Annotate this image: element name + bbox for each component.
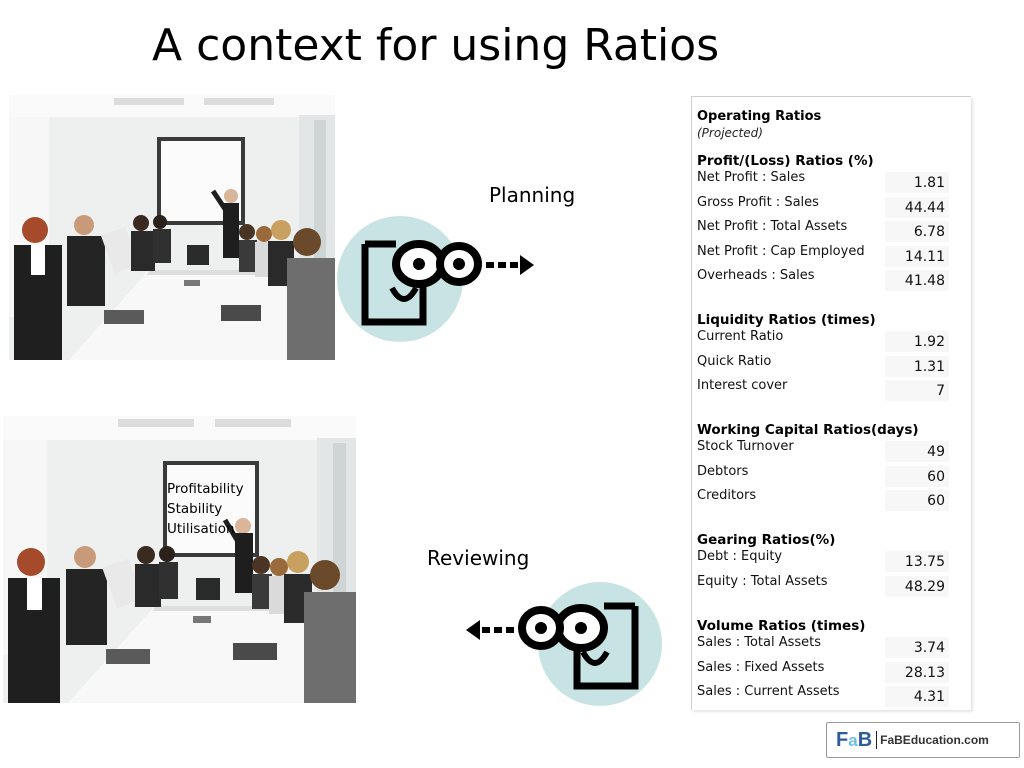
ratio-label: Stock Turnover — [697, 439, 794, 454]
ratio-row: Sales : Current Assets 4.31 — [697, 684, 969, 709]
ratio-value: 14.11 — [885, 245, 949, 267]
ratio-row: Current Ratio 1.92 — [697, 329, 969, 354]
ratio-row: Sales : Fixed Assets 28.13 — [697, 660, 969, 685]
ratio-label: Debtors — [697, 463, 749, 479]
ratio-value: 13.75 — [885, 551, 949, 572]
section-working-capital: Working Capital Ratios(days) Stock Turno… — [697, 421, 969, 513]
ratio-label: Net Profit : Sales — [697, 170, 806, 185]
ratio-label: Equity : Total Assets — [697, 573, 828, 589]
board-line-utilisation: Utilisation — [167, 521, 235, 537]
ratio-row: Stock Turnover 49 — [697, 439, 969, 464]
whiteboard-text: Profitability Stability Utilisation — [167, 479, 244, 539]
ratio-label: Overheads : Sales — [697, 268, 815, 283]
logo-divider — [876, 731, 878, 749]
ratio-row: Net Profit : Cap Employed 14.11 — [697, 244, 969, 269]
ratio-row: Creditors 60 — [697, 488, 969, 513]
section-title: Profit/(Loss) Ratios (%) — [697, 153, 874, 169]
ratio-label: Interest cover — [697, 378, 788, 393]
section-title: Volume Ratios (times) — [697, 618, 866, 634]
board-line-stability: Stability — [167, 501, 223, 517]
ratio-value: 60 — [885, 465, 949, 487]
ratio-label: Creditors — [697, 488, 757, 503]
looking-right-face-icon — [337, 216, 534, 342]
ratio-row: Gross Profit : Sales 44.44 — [697, 195, 969, 220]
panel-title: Operating Ratios — [697, 109, 822, 124]
reviewing-label: Reviewing — [427, 546, 530, 570]
section-title: Working Capital Ratios(days) — [697, 422, 919, 438]
ratio-value: 48.29 — [885, 575, 949, 597]
ratio-row: Debtors 60 — [697, 464, 969, 489]
ratio-row: Interest cover 7 — [697, 378, 969, 403]
board-line-profitability: Profitability — [167, 481, 244, 497]
ratio-label: Current Ratio — [697, 329, 784, 344]
ratio-value: 3.74 — [885, 637, 949, 658]
fab-education-logo: FaB FaBEducation.com — [826, 722, 1020, 758]
section-title: Gearing Ratios(%) — [697, 532, 836, 548]
ratio-row: Equity : Total Assets 48.29 — [697, 574, 969, 599]
ratio-row: Net Profit : Sales 1.81 — [697, 170, 969, 195]
ratio-value: 1.81 — [885, 172, 949, 193]
section-profit-loss: Profit/(Loss) Ratios (%) Net Profit : Sa… — [697, 152, 969, 293]
ratio-row: Debt : Equity 13.75 — [697, 549, 969, 574]
ratio-row: Sales : Total Assets 3.74 — [697, 635, 969, 660]
ratio-label: Gross Profit : Sales — [697, 194, 819, 210]
ratio-value: 1.92 — [885, 331, 949, 352]
ratio-label: Sales : Current Assets — [697, 684, 840, 699]
meeting-photo-bottom — [3, 416, 356, 703]
ratio-label: Net Profit : Cap Employed — [697, 243, 865, 259]
ratio-row: Overheads : Sales 41.48 — [697, 268, 969, 293]
ratio-row: Net Profit : Total Assets 6.78 — [697, 219, 969, 244]
ratio-label: Debt : Equity — [697, 549, 783, 564]
ratio-label: Sales : Total Assets — [697, 635, 822, 650]
looking-left-face-icon — [466, 582, 662, 706]
ratio-value: 28.13 — [885, 661, 949, 683]
ratio-row: Quick Ratio 1.31 — [697, 354, 969, 379]
section-title: Liquidity Ratios (times) — [697, 312, 876, 328]
ratio-label: Sales : Fixed Assets — [697, 659, 825, 675]
section-volume: Volume Ratios (times) Sales : Total Asse… — [697, 617, 969, 709]
ratio-value: 44.44 — [885, 196, 949, 218]
ratio-value: 49 — [885, 441, 949, 462]
planning-label: Planning — [489, 183, 576, 207]
ratio-value: 7 — [885, 380, 949, 401]
section-gearing: Gearing Ratios(%) Debt : Equity 13.75 Eq… — [697, 531, 969, 598]
ratio-value: 4.31 — [885, 686, 949, 707]
meeting-photo-top — [9, 95, 335, 360]
operating-ratios-panel: Operating Ratios (Projected) Profit/(Los… — [691, 96, 971, 710]
panel-subtitle: (Projected) — [697, 126, 763, 140]
ratio-value: 1.31 — [885, 355, 949, 377]
ratio-label: Quick Ratio — [697, 353, 772, 369]
ratio-value: 41.48 — [885, 270, 949, 291]
ratio-label: Net Profit : Total Assets — [697, 219, 848, 234]
fab-logo-mark: FaB — [836, 728, 873, 751]
ratio-value: 6.78 — [885, 221, 949, 242]
logo-text: FaBEducation.com — [880, 733, 989, 747]
section-liquidity: Liquidity Ratios (times) Current Ratio 1… — [697, 311, 969, 403]
slide-title: A context for using Ratios — [152, 20, 720, 71]
ratio-value: 60 — [885, 490, 949, 511]
